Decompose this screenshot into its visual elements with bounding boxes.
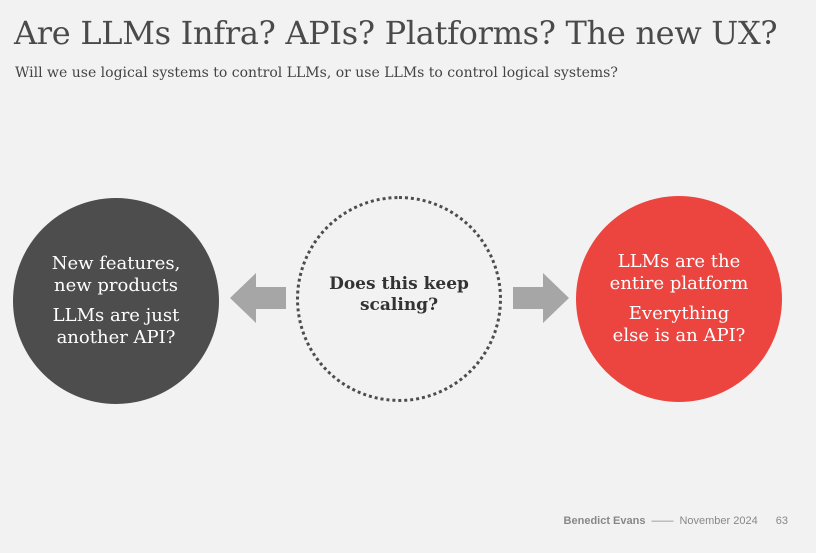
footer-separator: —— xyxy=(651,515,674,527)
slide-subtitle: Will we use logical systems to control L… xyxy=(15,65,618,81)
footer-date: November 2024 xyxy=(679,515,758,527)
left-circle-text-2: LLMs are just another API? xyxy=(52,305,180,348)
center-circle-text: Does this keep scaling? xyxy=(329,274,469,315)
arrow-left-icon xyxy=(230,273,286,323)
left-circle-text-1: New features, new products xyxy=(51,253,181,296)
footer-author: Benedict Evans xyxy=(563,515,646,527)
arrow-right-icon xyxy=(513,273,569,323)
right-circle-text-1: LLMs are the entire platform xyxy=(609,251,749,294)
footer-page-number: 63 xyxy=(775,515,788,527)
slide-title: Are LLMs Infra? APIs? Platforms? The new… xyxy=(14,14,778,52)
right-circle-platform: LLMs are the entire platform Everything … xyxy=(576,196,782,402)
center-circle-question: Does this keep scaling? xyxy=(296,196,502,402)
right-circle-text-2: Everything else is an API? xyxy=(612,303,746,346)
left-circle-infra: New features, new products LLMs are just… xyxy=(13,198,219,404)
slide-footer: Benedict Evans —— November 2024 63 xyxy=(564,515,788,527)
